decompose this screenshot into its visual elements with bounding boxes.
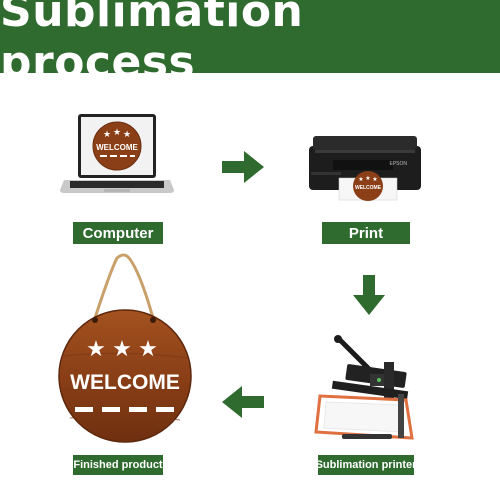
step-label-computer: Computer: [73, 222, 163, 244]
finished-sign-text: WELCOME: [70, 371, 180, 394]
printed-sign-text: WELCOME: [355, 185, 382, 191]
printed-sign: ★ ★ ★ WELCOME: [353, 171, 383, 201]
svg-text:★: ★: [113, 127, 121, 137]
printer-icon: EPSON ★ ★ ★ WELCOME: [309, 136, 421, 201]
heat-press-icon: [314, 335, 414, 440]
svg-text:★: ★: [112, 336, 132, 361]
step-label-print: Print: [322, 222, 410, 244]
arrow-down-icon: [353, 275, 385, 315]
step-label-finished-product: Finished product: [73, 455, 163, 475]
svg-text:★: ★: [358, 176, 363, 183]
laptop-sign-text: WELCOME: [96, 143, 138, 152]
title-banner: Sublimation process: [0, 0, 500, 88]
printer-brand: EPSON: [389, 161, 407, 167]
page-title: Sublimation process: [0, 0, 304, 88]
svg-text:★: ★: [372, 176, 377, 183]
svg-text:★: ★: [86, 336, 106, 361]
svg-text:★: ★: [138, 336, 158, 361]
laptop-screen-sign: ★ ★ ★ WELCOME: [92, 121, 142, 171]
laptop-icon: ★ ★ ★ WELCOME: [60, 114, 174, 193]
arrow-left-icon: [222, 386, 264, 418]
svg-text:★: ★: [123, 129, 131, 139]
finished-welcome-sign: ★ ★ ★ WELCOME: [58, 253, 192, 443]
arrow-right-icon: [222, 151, 264, 183]
step-label-sublimation-printer: Sublimation printer: [316, 455, 416, 475]
svg-text:★: ★: [103, 129, 111, 139]
svg-text:★: ★: [365, 175, 370, 182]
